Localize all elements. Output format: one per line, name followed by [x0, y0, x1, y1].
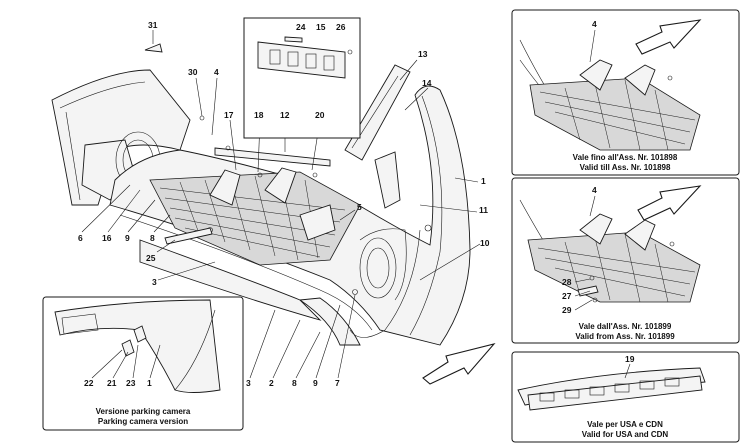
callout-numbers-main: 31 24 15 26 13 30 4 14 17 18 12 20 1 5 1… [78, 20, 490, 388]
caption-mid-2: Valid from Ass. Nr. 101899 [575, 332, 675, 341]
callout-29: 29 [562, 305, 572, 315]
callout-5: 5 [357, 202, 362, 212]
callout-27: 27 [562, 291, 572, 301]
callout-7: 7 [335, 378, 340, 388]
inset-usa-cdn [511, 351, 740, 443]
callout-17: 17 [224, 110, 234, 120]
callout-22: 22 [84, 378, 94, 388]
reinforcement-box [243, 17, 361, 139]
callout-numbers-right-insets: 4 4 28 27 29 19 [562, 19, 635, 364]
callout-21: 21 [107, 378, 117, 388]
callout-2: 2 [269, 378, 274, 388]
callout-4-top: 4 [592, 19, 597, 29]
callout-8b: 8 [292, 378, 297, 388]
caption-camera-2: Parking camera version [98, 417, 188, 426]
callout-15: 15 [316, 22, 326, 32]
callout-9b: 9 [313, 378, 318, 388]
callout-4: 4 [214, 67, 219, 77]
inset-parking-camera [42, 296, 244, 431]
callout-26: 26 [336, 22, 346, 32]
diffuser-grid [149, 167, 361, 266]
main-assembly-drawing [51, 30, 481, 379]
callout-3b: 3 [246, 378, 251, 388]
callout-11: 11 [479, 205, 488, 215]
callout-28: 28 [562, 277, 572, 287]
callout-8: 8 [150, 233, 155, 243]
callout-25: 25 [146, 253, 156, 263]
callout-4-mid: 4 [592, 185, 597, 195]
callout-10: 10 [480, 238, 490, 248]
caption-camera-1: Versione parking camera [96, 407, 191, 416]
callout-14: 14 [422, 78, 432, 88]
callout-6: 6 [78, 233, 83, 243]
direction-arrow-main [422, 343, 496, 385]
callout-16: 16 [102, 233, 112, 243]
inset-until-101898 [511, 9, 740, 176]
callout-19: 19 [625, 354, 635, 364]
callout-30: 30 [188, 67, 198, 77]
caption-bottom-1: Vale per USA e CDN [587, 420, 663, 429]
leader-lines [81, 30, 481, 379]
caption-top-2: Valid till Ass. Nr. 101898 [580, 163, 671, 172]
callout-23: 23 [126, 378, 136, 388]
inset-from-101899 [511, 177, 740, 344]
callout-13: 13 [418, 49, 428, 59]
caption-bottom-2: Valid for USA and CDN [582, 430, 669, 439]
callout-12: 12 [280, 110, 290, 120]
callout-3: 3 [152, 277, 157, 287]
caption-top-1: Vale fino all'Ass. Nr. 101898 [573, 153, 678, 162]
caption-mid-1: Vale dall'Ass. Nr. 101899 [579, 322, 672, 331]
callout-1: 1 [481, 176, 486, 186]
callout-9: 9 [125, 233, 130, 243]
callout-1-camera: 1 [147, 378, 152, 388]
callout-31: 31 [148, 20, 158, 30]
callout-numbers-camera-inset: 22 21 23 1 [84, 378, 152, 388]
inset-captions: Vale fino all'Ass. Nr. 101898 Valid till… [96, 153, 678, 439]
callout-24: 24 [296, 22, 306, 32]
callout-20: 20 [315, 110, 325, 120]
callout-18: 18 [254, 110, 264, 120]
